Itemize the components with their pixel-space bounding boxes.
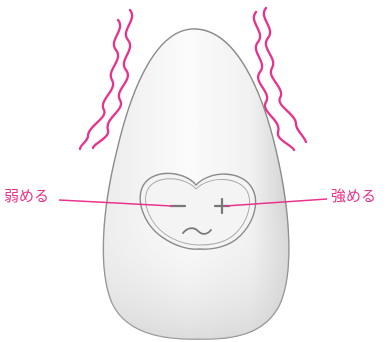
decrease-label: 弱める: [4, 187, 49, 205]
minus-button[interactable]: [169, 196, 207, 216]
increase-label: 強める: [331, 187, 376, 205]
